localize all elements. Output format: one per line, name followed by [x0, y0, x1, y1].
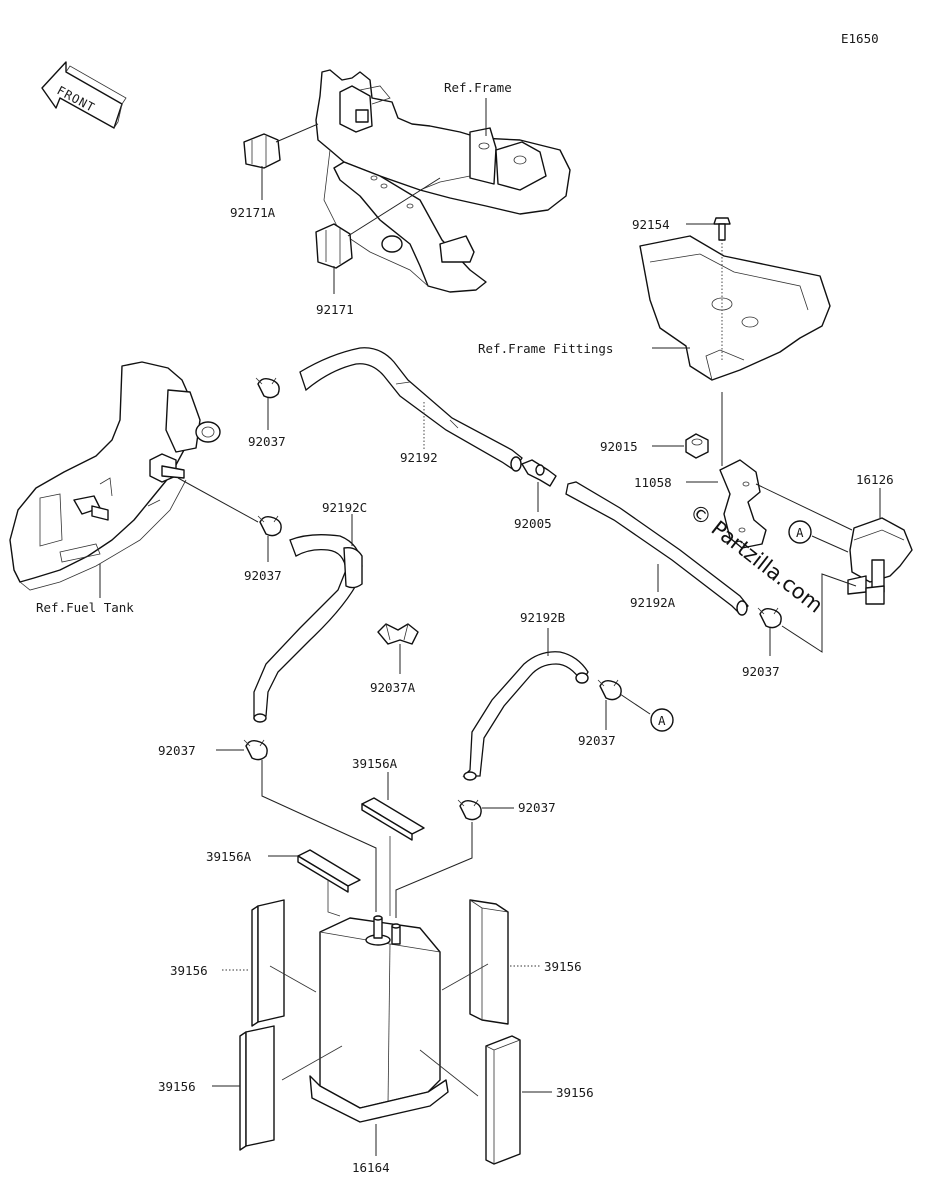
solenoid-valve-16126[interactable]	[847, 517, 913, 605]
label-92154: 92154	[632, 217, 670, 232]
hose-92192b[interactable]	[462, 651, 589, 781]
label-39156-lower-left: 39156	[158, 1079, 196, 1094]
svg-text:A: A	[796, 525, 804, 540]
fuel-tank-section	[9, 361, 221, 591]
label-39156a-top: 39156A	[352, 756, 398, 771]
label-92192c: 92192C	[322, 500, 367, 515]
label-39156-upper-right: 39156	[544, 959, 582, 974]
joint-92005[interactable]	[521, 459, 557, 487]
clamp-92171a[interactable]	[243, 133, 281, 169]
label-92037-lower-left: 92037	[158, 743, 196, 758]
label-11058: 11058	[634, 475, 672, 490]
label-39156a-left: 39156A	[206, 849, 252, 864]
ref-frame-fittings-label: Ref.Frame Fittings	[478, 341, 613, 356]
pad-39156-upper-right[interactable]	[469, 899, 509, 1025]
label-92171: 92171	[316, 302, 354, 317]
label-92192: 92192	[400, 450, 438, 465]
label-92037a: 92037A	[370, 680, 416, 695]
frame-section	[315, 69, 571, 293]
pad-39156-lower-right[interactable]	[485, 1035, 521, 1165]
label-92005: 92005	[514, 516, 552, 531]
hose-92192c[interactable]	[253, 534, 363, 723]
pad-39156-lower-left[interactable]	[239, 1025, 275, 1151]
diagram-code: E1650	[841, 31, 879, 46]
label-39156-upper-left: 39156	[170, 963, 208, 978]
front-arrow-icon	[41, 61, 127, 129]
label-92037-upper-left: 92037	[248, 434, 286, 449]
bolt-92154[interactable]	[713, 217, 731, 241]
label-92192a: 92192A	[630, 595, 676, 610]
pad-39156a-left[interactable]	[297, 849, 361, 893]
label-92171a: 92171A	[230, 205, 276, 220]
clip-92037-mid-left[interactable]	[257, 515, 282, 537]
pad-39156-upper-left[interactable]	[251, 899, 285, 1027]
clip-92037-lower-left[interactable]	[243, 739, 268, 761]
label-92037-mid-left: 92037	[244, 568, 282, 583]
label-39156-lower-right: 39156	[556, 1085, 594, 1100]
hose-92192a[interactable]	[565, 481, 749, 616]
clip-92037-right[interactable]	[757, 607, 782, 629]
frame-fittings-bracket	[639, 235, 831, 381]
clip-92037-center-right[interactable]	[597, 679, 622, 701]
label-92192b: 92192B	[520, 610, 565, 625]
label-92015: 92015	[600, 439, 638, 454]
ref-frame-label: Ref.Frame	[444, 80, 512, 95]
clip-92037-upper-left[interactable]	[255, 377, 280, 399]
label-16164: 16164	[352, 1160, 390, 1175]
canister-16164[interactable]	[309, 915, 449, 1123]
svg-text:A: A	[658, 713, 666, 728]
clamp-92171[interactable]	[315, 223, 353, 269]
bracket-11058[interactable]	[719, 459, 767, 549]
ref-fuel-tank-label: Ref.Fuel Tank	[36, 600, 134, 615]
nut-92015[interactable]	[685, 433, 709, 459]
clip-92037-lower-right[interactable]	[457, 799, 482, 821]
callout-a-upper: A	[788, 520, 812, 544]
label-92037-right: 92037	[742, 664, 780, 679]
label-92037-lower-right: 92037	[518, 800, 556, 815]
label-16126: 16126	[856, 472, 894, 487]
hose-92192[interactable]	[299, 347, 523, 472]
pad-39156a-top[interactable]	[361, 797, 425, 841]
clip-92037a[interactable]	[377, 623, 419, 645]
callout-a-lower: A	[650, 708, 674, 732]
watermark: © Partzilla.com	[685, 499, 827, 618]
label-92037-center-right: 92037	[578, 733, 616, 748]
